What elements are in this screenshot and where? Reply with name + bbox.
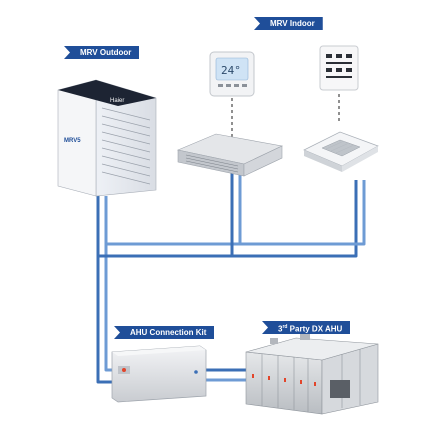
ahu-fan-outlet — [330, 380, 350, 398]
outdoor-grille — [101, 107, 151, 185]
outdoor-brand: Haier — [110, 98, 124, 104]
label-ahu-connection-kit: AHU Connection Kit — [114, 326, 215, 339]
ahu-connection-kit — [111, 345, 207, 403]
label-mrv-indoor: MRV Indoor — [254, 17, 323, 30]
ahu-label-prefix: 3 — [278, 324, 283, 334]
ahu-handles — [252, 374, 316, 386]
pipe-header-2 — [106, 180, 366, 246]
duct-vents — [185, 154, 239, 173]
label-third-party-ahu: 3rd Party DX AHU — [262, 321, 351, 334]
pipe-outdoor-to-kit-2 — [104, 196, 112, 372]
third-party-ahu — [245, 334, 379, 415]
wall-thermostat: 24° — [209, 51, 255, 97]
mrv-outdoor-unit: Haier MRV5 — [57, 79, 157, 197]
ahu-label-sup: rd — [282, 324, 288, 330]
cassette-grille — [325, 140, 355, 154]
pipe-header-1 — [98, 180, 358, 258]
cassette-indoor-unit — [303, 131, 379, 172]
thermostat-buttons — [218, 84, 247, 87]
ahu-top-vent — [300, 334, 310, 340]
pipe-outdoor-to-kit-1 — [96, 196, 112, 384]
ahu-panels — [261, 349, 361, 412]
ahu-label-suffix: Party DX AHU — [287, 324, 343, 334]
control-wires — [231, 94, 340, 140]
controller-icons — [326, 54, 352, 78]
refrigerant-pipes — [96, 170, 366, 384]
wired-controller — [319, 45, 359, 91]
thermostat-display: 24° — [221, 64, 241, 77]
ahu-top-vent-2 — [270, 338, 278, 344]
ducted-indoor-unit — [177, 133, 283, 177]
outdoor-model-badge: MRV5 — [64, 138, 81, 144]
label-mrv-outdoor: MRV Outdoor — [64, 46, 140, 59]
